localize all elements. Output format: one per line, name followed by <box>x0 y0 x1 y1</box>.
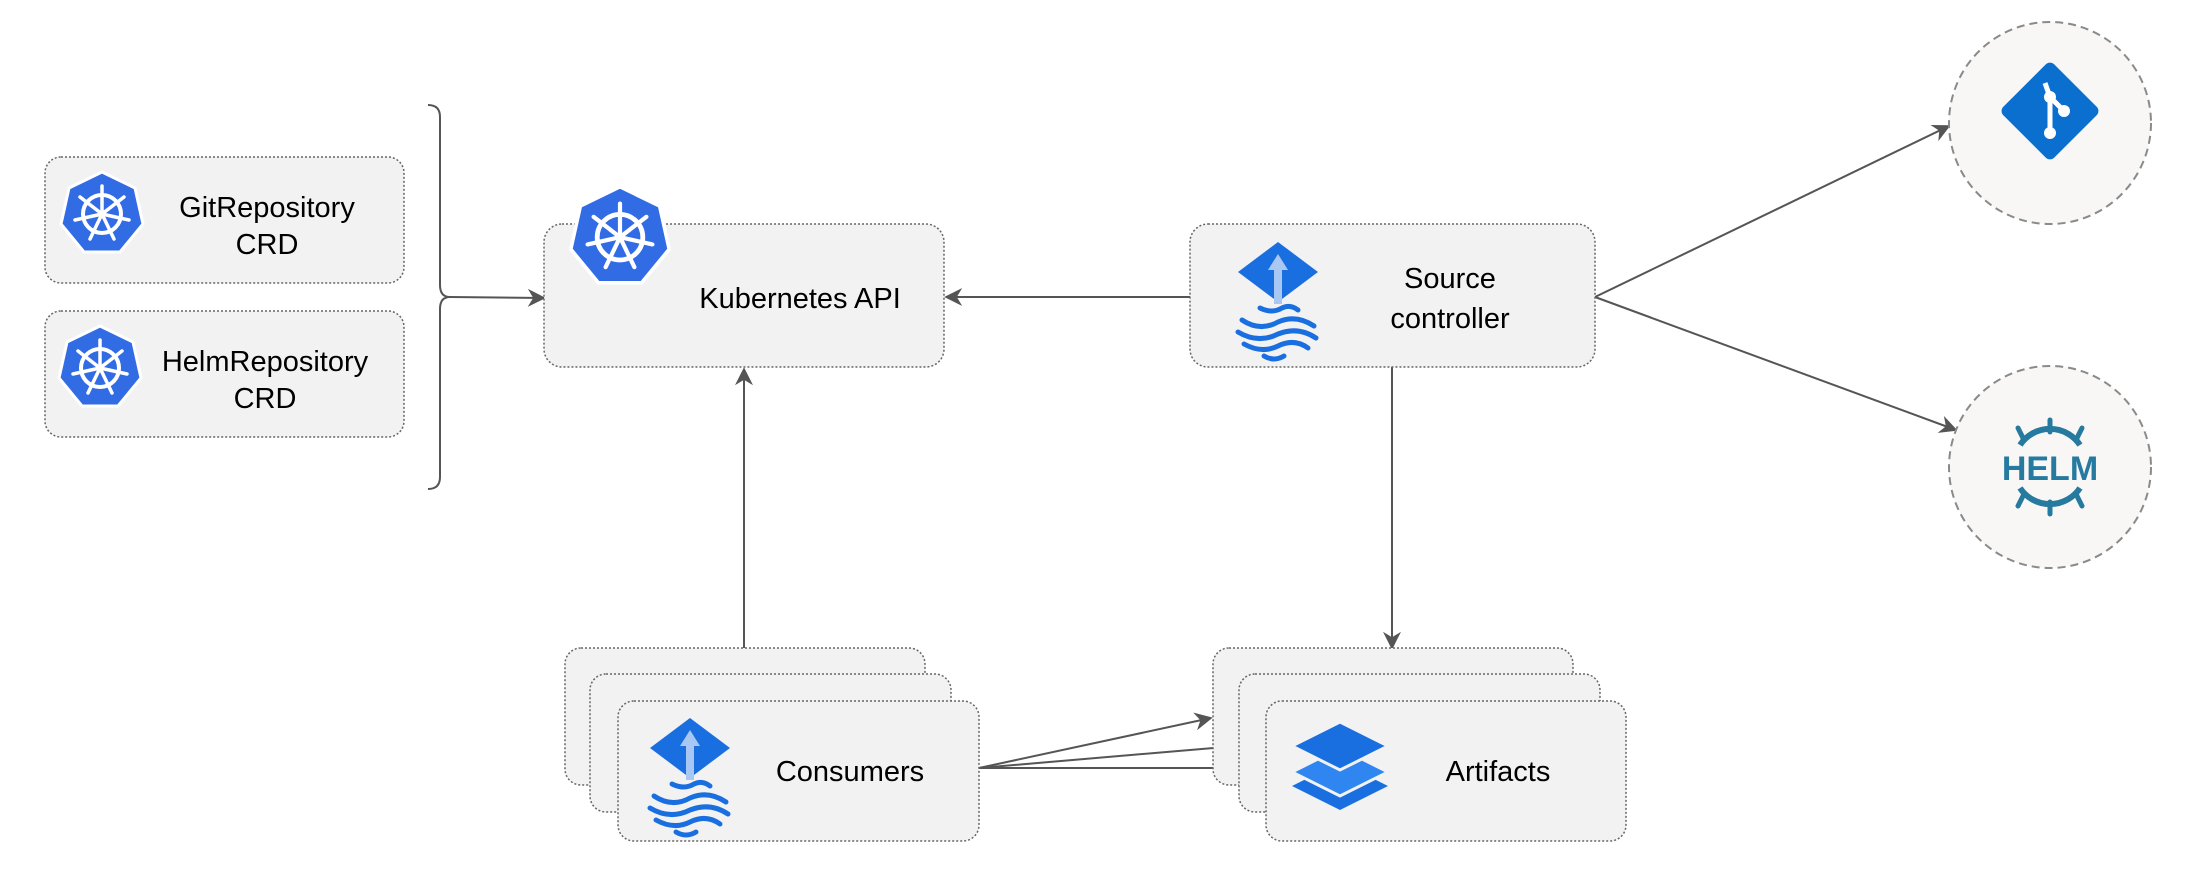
node-label: Consumers <box>776 756 924 788</box>
kubernetes-api-node[interactable]: Kubernetes API <box>543 187 945 368</box>
node-label-line2: CRD <box>234 383 297 415</box>
bracket <box>427 104 451 490</box>
source-controller-node[interactable]: Source controller <box>1189 223 1596 368</box>
edge-crds-to-api <box>449 288 546 307</box>
edge-source-to-git <box>1594 124 1951 298</box>
node-label: Artifacts <box>1446 756 1551 788</box>
git-repository-crd-node[interactable]: GitRepository CRD <box>44 156 405 284</box>
node-label-line2: controller <box>1390 303 1510 335</box>
node-label: Kubernetes API <box>699 283 901 315</box>
consumers-node[interactable]: Consumers <box>564 647 980 842</box>
helm-repository-crd-node[interactable]: HelmRepository CRD <box>44 310 405 438</box>
edge-source-to-helm <box>1594 296 1958 433</box>
node-label-line1: HelmRepository <box>162 346 369 378</box>
node-label-line1: GitRepository <box>179 192 355 224</box>
node-label-line2: CRD <box>236 229 299 261</box>
layers-icon <box>1288 720 1392 810</box>
artifacts-node[interactable]: Artifacts <box>1212 647 1627 842</box>
helm-node[interactable]: HELM <box>1948 365 2152 569</box>
edge-consumers-to-artifact-2 <box>978 738 1239 769</box>
helm-icon: HELM <box>2002 417 2098 517</box>
node-label-line1: Source <box>1404 263 1496 295</box>
edge-consumers-to-artifact-1 <box>978 712 1213 769</box>
git-icon <box>2001 62 2099 160</box>
kubernetes-icon <box>571 187 669 283</box>
git-node[interactable] <box>1948 21 2152 225</box>
helm-logo-text: HELM <box>2002 450 2098 488</box>
